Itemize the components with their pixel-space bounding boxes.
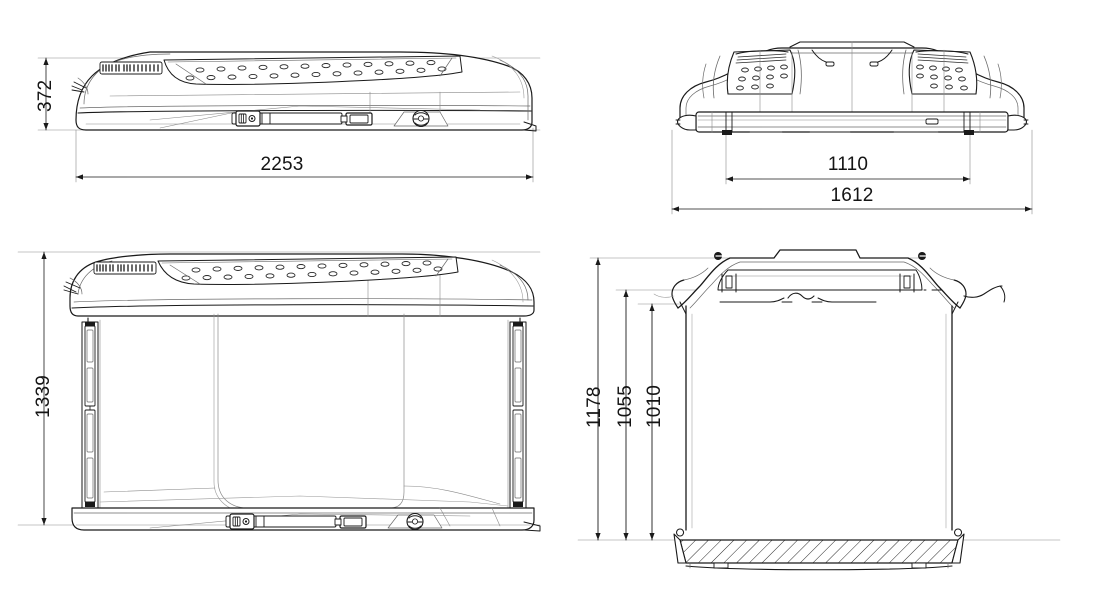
dim-1178 (595, 257, 601, 541)
dim-label-2253: 2253 (260, 154, 304, 175)
fabric-walls-front (679, 301, 959, 531)
dim-label-372: 372 (35, 79, 56, 112)
dim-1612 (671, 129, 1033, 215)
base-rail (675, 111, 1029, 135)
dim-2253 (75, 127, 534, 183)
view-front-view-open: 1178 1055 1010 (560, 230, 1096, 580)
view-side-view-closed: 372 2253 (0, 0, 560, 200)
rotary-knob (393, 109, 449, 128)
perforated-grip-panel (163, 55, 463, 85)
dim-label-1178: 1178 (584, 386, 605, 428)
dim-label-1110: 1110 (827, 154, 869, 175)
view-front-view-closed: 1110 1612 (650, 0, 1096, 225)
dim-label-1055: 1055 (615, 384, 636, 428)
hardware-strip (159, 109, 449, 129)
fabric-walls (87, 313, 521, 513)
branding-label-panel (99, 61, 163, 75)
dim-1110 (725, 131, 971, 185)
dim-label-1010: 1010 (644, 384, 665, 428)
left-vent-pad (702, 49, 802, 127)
latch-handle (340, 112, 373, 126)
base-shell (71, 507, 541, 532)
telescoping-strut-front (81, 321, 99, 509)
roof-shell-open (653, 247, 1006, 309)
dim-1055 (623, 289, 629, 541)
dim-1010 (649, 303, 655, 541)
view-side-view-open: 1339 (0, 230, 560, 550)
lock-assembly-open (229, 513, 255, 530)
dim-label-1339: 1339 (33, 374, 54, 418)
dim-label-1612: 1612 (830, 185, 874, 206)
telescoping-strut-rear (509, 321, 527, 509)
lock-assembly (235, 110, 261, 127)
perforated-grip-panel-open (157, 256, 459, 285)
hatched-base-section (673, 528, 965, 571)
rotary-knob-open (387, 512, 443, 531)
branding-label-panel-open (93, 261, 157, 275)
latch-handle-open (334, 515, 367, 529)
